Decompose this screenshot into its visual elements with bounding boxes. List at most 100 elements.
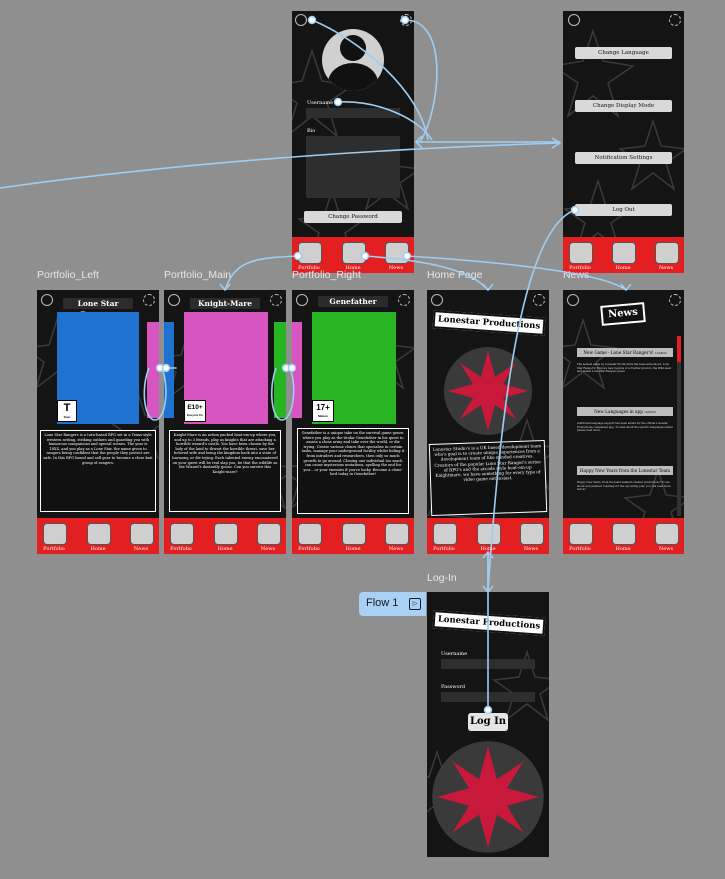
- change-display-mode-button[interactable]: Change Display Mode: [575, 100, 672, 112]
- gear-icon[interactable]: [398, 294, 410, 306]
- nav-home-button[interactable]: [612, 242, 636, 264]
- game-description: Lone Star Rangers is a turn-based RPG se…: [40, 430, 156, 512]
- news-body: Additional language support has been add…: [577, 422, 673, 433]
- bio-label: Bio: [307, 128, 316, 134]
- log-out-button[interactable]: Log Out: [575, 204, 672, 216]
- nav-portfolio-label: Portfolio: [298, 546, 320, 552]
- rating-text: T: [63, 402, 71, 414]
- password-input[interactable]: [441, 692, 535, 702]
- nav-bar: Portfolio Home News: [292, 237, 414, 273]
- gear-icon[interactable]: [143, 294, 155, 306]
- profile-icon[interactable]: [41, 294, 53, 306]
- nav-portfolio-button[interactable]: [170, 523, 194, 545]
- nav-news-button[interactable]: [655, 242, 679, 264]
- nav-home-button[interactable]: [87, 523, 111, 545]
- nav-news-button[interactable]: [130, 523, 154, 545]
- frame-label-portfolio-main: Portfolio_Main: [164, 269, 232, 281]
- rating-sub: Teen: [63, 415, 71, 419]
- rating-text: 17+: [316, 403, 330, 412]
- nav-portfolio-label: Portfolio: [170, 546, 192, 552]
- frame-label-news: News: [563, 269, 590, 281]
- news-body: The newest game by Lonestar Productions …: [577, 363, 671, 374]
- rating-badge: T Teen: [57, 400, 77, 422]
- nav-home-button[interactable]: [612, 523, 636, 545]
- gear-icon[interactable]: [270, 294, 282, 306]
- next-game-peek[interactable]: [274, 322, 286, 418]
- nav-news-button[interactable]: [385, 523, 409, 545]
- news-headline[interactable]: New Game - Lone Star Ranger's! 12/08/22: [577, 348, 673, 357]
- news-scrollbar-thumb[interactable]: [677, 336, 681, 362]
- news-headline[interactable]: Happy New Years from the Lonestar Team 0…: [577, 466, 673, 482]
- nav-portfolio-button[interactable]: [569, 523, 593, 545]
- gear-icon[interactable]: [533, 294, 545, 306]
- flow-badge[interactable]: Flow 1 ▷: [359, 592, 426, 616]
- change-password-button[interactable]: Change Password: [304, 211, 402, 223]
- nav-home-button[interactable]: [214, 523, 238, 545]
- frame-label-portfolio-left: Portfolio_Left: [37, 269, 99, 281]
- username-input[interactable]: [441, 659, 535, 669]
- nav-portfolio-label: Portfolio: [43, 546, 65, 552]
- rating-badge: 17+ Mature: [312, 400, 334, 422]
- rating-sub: Mature: [318, 414, 328, 418]
- nav-news-button[interactable]: [257, 523, 281, 545]
- settings-frame: Change Language Change Display Mode Noti…: [563, 11, 684, 273]
- nav-news-label: News: [260, 546, 276, 552]
- nav-portfolio-button[interactable]: [43, 523, 67, 545]
- avatar: [322, 29, 384, 91]
- username-field[interactable]: [306, 108, 400, 118]
- username-label: Username: [307, 100, 334, 106]
- prev-game-peek[interactable]: [164, 322, 174, 418]
- nav-home-button[interactable]: [477, 523, 501, 545]
- profile-icon[interactable]: [567, 294, 579, 306]
- news-headline-text: New Languages in app: [594, 409, 643, 414]
- nav-news-button[interactable]: [385, 242, 409, 264]
- gear-icon[interactable]: [669, 14, 681, 26]
- nav-home-label: Home: [615, 265, 631, 271]
- frame-label-log-in: Log-In: [427, 572, 457, 584]
- nav-news-button[interactable]: [655, 523, 679, 545]
- rating-sub: Everyone 10+: [186, 414, 204, 417]
- rating-badge: E10+ Everyone 10+: [184, 400, 206, 422]
- gear-icon[interactable]: [669, 294, 681, 306]
- nav-portfolio-button[interactable]: [298, 242, 322, 264]
- prev-game-peek[interactable]: [292, 322, 302, 418]
- nav-bar: Portfolio Home News: [292, 518, 414, 554]
- nav-home-button[interactable]: [342, 523, 366, 545]
- gear-icon[interactable]: [400, 14, 412, 26]
- news-headline[interactable]: New Languages in app 12/08/22: [577, 407, 673, 416]
- next-game-peek[interactable]: [147, 322, 159, 418]
- news-date: 12/08/22: [654, 352, 667, 355]
- game-title: Genefather: [318, 296, 388, 307]
- nav-bar: Portfolio Home News: [563, 237, 684, 273]
- change-language-button[interactable]: Change Language: [575, 47, 672, 59]
- news-frame: News New Game - Lone Star Ranger's! 12/0…: [563, 290, 684, 554]
- nav-portfolio-button[interactable]: [298, 523, 322, 545]
- nav-news-button[interactable]: [520, 523, 544, 545]
- nav-news-label: News: [523, 546, 539, 552]
- username-label: Username: [441, 651, 468, 657]
- news-scrollbar[interactable]: [677, 336, 681, 516]
- frame-label-home-page: Home Page: [427, 269, 483, 281]
- news-date: 12/08/22: [644, 411, 656, 414]
- log-in-frame: Lonestar Productions Username Password L…: [427, 592, 549, 857]
- nav-home-button[interactable]: [342, 242, 366, 264]
- nav-portfolio-button[interactable]: [569, 242, 593, 264]
- nav-home-label: Home: [345, 265, 361, 271]
- news-date: 01/01/23: [619, 479, 631, 482]
- home-page-frame: Lonestar Productions Lonestar Studio's i…: [427, 290, 549, 554]
- profile-icon[interactable]: [431, 294, 443, 306]
- news-headline-text: Happy New Years from the Lonestar Team: [579, 468, 671, 473]
- home-description: Lonestar Studio's is a UK based developm…: [428, 439, 548, 517]
- profile-icon[interactable]: [568, 14, 580, 26]
- news-headline-text: New Game - Lone Star Ranger's!: [583, 350, 654, 355]
- profile-icon[interactable]: [296, 294, 308, 306]
- profile-frame: Username Bio Change Password Portfolio H…: [292, 11, 414, 273]
- log-in-button[interactable]: Log In: [468, 713, 508, 731]
- profile-icon[interactable]: [168, 294, 180, 306]
- profile-icon[interactable]: [295, 14, 307, 26]
- portfolio-main-frame: Knight-Mare E10+ Everyone 10+ Knight-Mar…: [164, 290, 286, 554]
- nav-portfolio-button[interactable]: [433, 523, 457, 545]
- bio-field[interactable]: [306, 136, 400, 198]
- notification-settings-button[interactable]: Notification Settings: [575, 152, 672, 164]
- nav-home-label: Home: [217, 546, 233, 552]
